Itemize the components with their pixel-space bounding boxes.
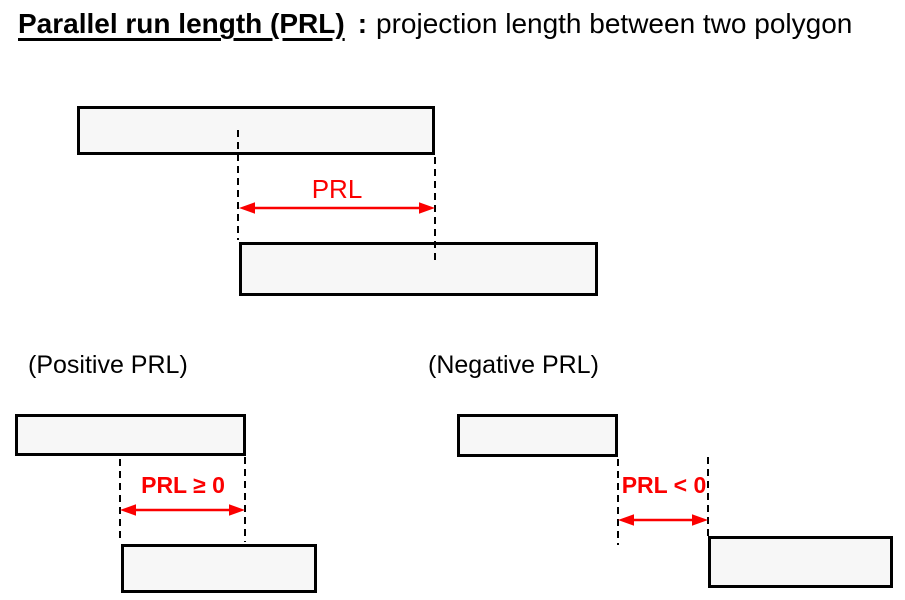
title-description: projection length between two polygon xyxy=(376,8,853,39)
arrowhead-right-icon xyxy=(692,514,708,526)
projection-guide-left xyxy=(617,459,619,545)
polygon-bottom xyxy=(708,536,893,588)
prl-dimension-arrow xyxy=(618,514,708,526)
prl-negative-label: PRL < 0 xyxy=(621,472,707,498)
projection-guide-left xyxy=(119,459,121,541)
arrowhead-left-icon xyxy=(120,504,136,516)
projection-guide-right xyxy=(244,457,246,542)
title-heading: Parallel run length (PRL) xyxy=(18,8,345,39)
prl-label: PRL xyxy=(311,174,363,204)
projection-guide-left xyxy=(237,130,239,240)
polygon-top xyxy=(15,414,246,456)
prl-dimension-arrow xyxy=(239,202,435,214)
projection-guide-right xyxy=(434,157,436,263)
prl-positive-label: PRL ≥ 0 xyxy=(141,472,225,498)
polygon-top xyxy=(77,106,435,155)
page-title: Parallel run length (PRL): projection len… xyxy=(18,8,852,40)
polygon-bottom xyxy=(239,242,598,296)
arrowhead-left-icon xyxy=(618,514,634,526)
polygon-bottom xyxy=(121,544,317,593)
projection-guide-right xyxy=(707,457,709,536)
title-separator: : xyxy=(357,8,368,39)
polygon-top xyxy=(457,414,618,457)
arrowhead-left-icon xyxy=(239,202,255,214)
arrowhead-right-icon xyxy=(419,202,435,214)
caption-negative-prl: (Negative PRL) xyxy=(428,351,599,379)
prl-dimension-arrow xyxy=(120,504,245,516)
caption-positive-prl: (Positive PRL) xyxy=(28,351,188,379)
arrowhead-right-icon xyxy=(229,504,245,516)
